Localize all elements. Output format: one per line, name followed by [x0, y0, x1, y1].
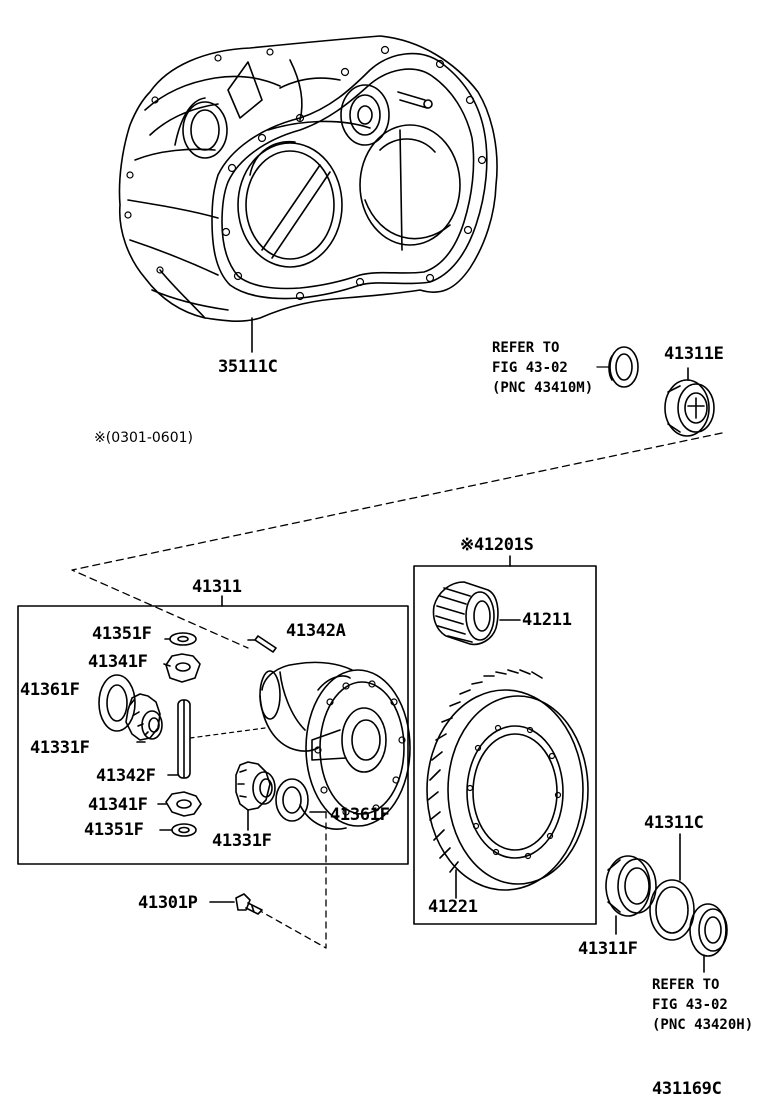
transaxle-housing-drawing: [118, 35, 498, 322]
bearing-41311e-drawing: [664, 367, 715, 437]
label-41342a: 41342A: [286, 621, 346, 641]
label-41311e: 41311E: [664, 344, 724, 364]
label-41211: 41211: [522, 610, 572, 630]
reference-top-line2: FIG 43-02: [492, 360, 568, 376]
diagram-id: 431169C: [652, 1079, 722, 1099]
label-41311: 41311: [192, 577, 242, 597]
label-41301p: 41301P: [138, 893, 198, 913]
label-41361f-left: 41361F: [20, 680, 80, 700]
differential-internals-drawing: [98, 632, 327, 837]
date-range-note: ※(0301-0601): [94, 430, 193, 446]
label-41351f-lower: 41351F: [84, 820, 144, 840]
label-41201s: ※41201S: [460, 535, 534, 555]
bearing-41311f-drawing: [605, 855, 657, 935]
reference-bottom-line3: (PNC 43420H): [652, 1017, 754, 1033]
drive-pinion-41211-drawing: [432, 581, 521, 646]
reference-bottom-line2: FIG 43-02: [652, 997, 728, 1013]
reference-bottom-line1: REFER TO: [652, 977, 720, 993]
group-box-41311: [17, 605, 409, 865]
label-41351f-upper: 41351F: [92, 624, 152, 644]
shim-41311c-drawing: [649, 833, 695, 941]
reference-note-top: REFER TO FIG 43-02 (PNC 43410M): [492, 338, 593, 398]
label-41311f: 41311F: [578, 939, 638, 959]
oil-seal-top-drawing: [596, 346, 639, 388]
label-41342f: 41342F: [96, 766, 156, 786]
bolt-41301p-drawing: [209, 893, 263, 915]
label-41341f-upper: 41341F: [88, 652, 148, 672]
label-41331f-left: 41331F: [30, 738, 90, 758]
assembly-line-dashed: [71, 432, 723, 649]
label-41221: 41221: [428, 897, 478, 917]
label-35111c: 35111C: [218, 357, 278, 377]
differential-case-drawing: [259, 661, 411, 830]
label-41311c: 41311C: [644, 813, 704, 833]
label-41331f-lower: 41331F: [212, 831, 272, 851]
oil-seal-bottom-drawing: [689, 903, 728, 973]
reference-note-bottom: REFER TO FIG 43-02 (PNC 43420H): [652, 975, 753, 1035]
ring-gear-41221-drawing: [426, 669, 589, 899]
label-41361f-right: 41361F: [330, 805, 390, 825]
group-box-41201s: [413, 565, 597, 925]
assembly-line-bolt: [261, 811, 327, 949]
reference-top-line1: REFER TO: [492, 340, 560, 356]
label-41341f-lower: 41341F: [88, 795, 148, 815]
reference-top-line3: (PNC 43410M): [492, 380, 594, 396]
